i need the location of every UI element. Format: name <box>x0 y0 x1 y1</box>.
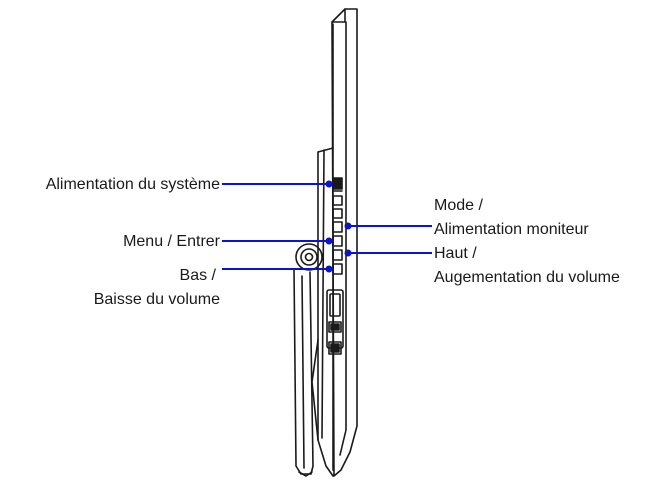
label-system-power: Alimentation du système <box>46 175 220 194</box>
label-up-volume-line1: Haut / <box>434 245 477 262</box>
display-panel-outline <box>331 8 358 477</box>
label-system-power-text: Alimentation du système <box>45 176 220 193</box>
label-down-volume-line2: Baisse du volume <box>93 291 220 308</box>
label-up-volume-line2: Augementation du volume <box>434 269 620 286</box>
callout-menu-enter <box>222 237 333 245</box>
side-ports <box>326 289 344 355</box>
callout-mode-power <box>344 222 432 230</box>
label-menu-enter-text: Menu / Entrer <box>123 233 220 250</box>
label-mode-power-line1: Mode / <box>434 197 483 214</box>
callout-system-power <box>222 180 333 188</box>
callout-up-volume <box>344 249 432 257</box>
label-up-volume: Haut / Augementation du volume <box>434 242 620 290</box>
callout-down-volume <box>222 265 333 273</box>
label-mode-power: Mode / Alimentation moniteur <box>434 194 589 242</box>
label-mode-power-line2: Alimentation moniteur <box>434 221 589 238</box>
stand-leg-outline <box>293 268 314 477</box>
side-buttons <box>332 177 343 275</box>
label-down-volume-line1: Bas / <box>179 267 216 284</box>
label-down-volume: Bas / Baisse du volume <box>94 264 220 312</box>
label-menu-enter: Menu / Entrer <box>123 232 220 251</box>
